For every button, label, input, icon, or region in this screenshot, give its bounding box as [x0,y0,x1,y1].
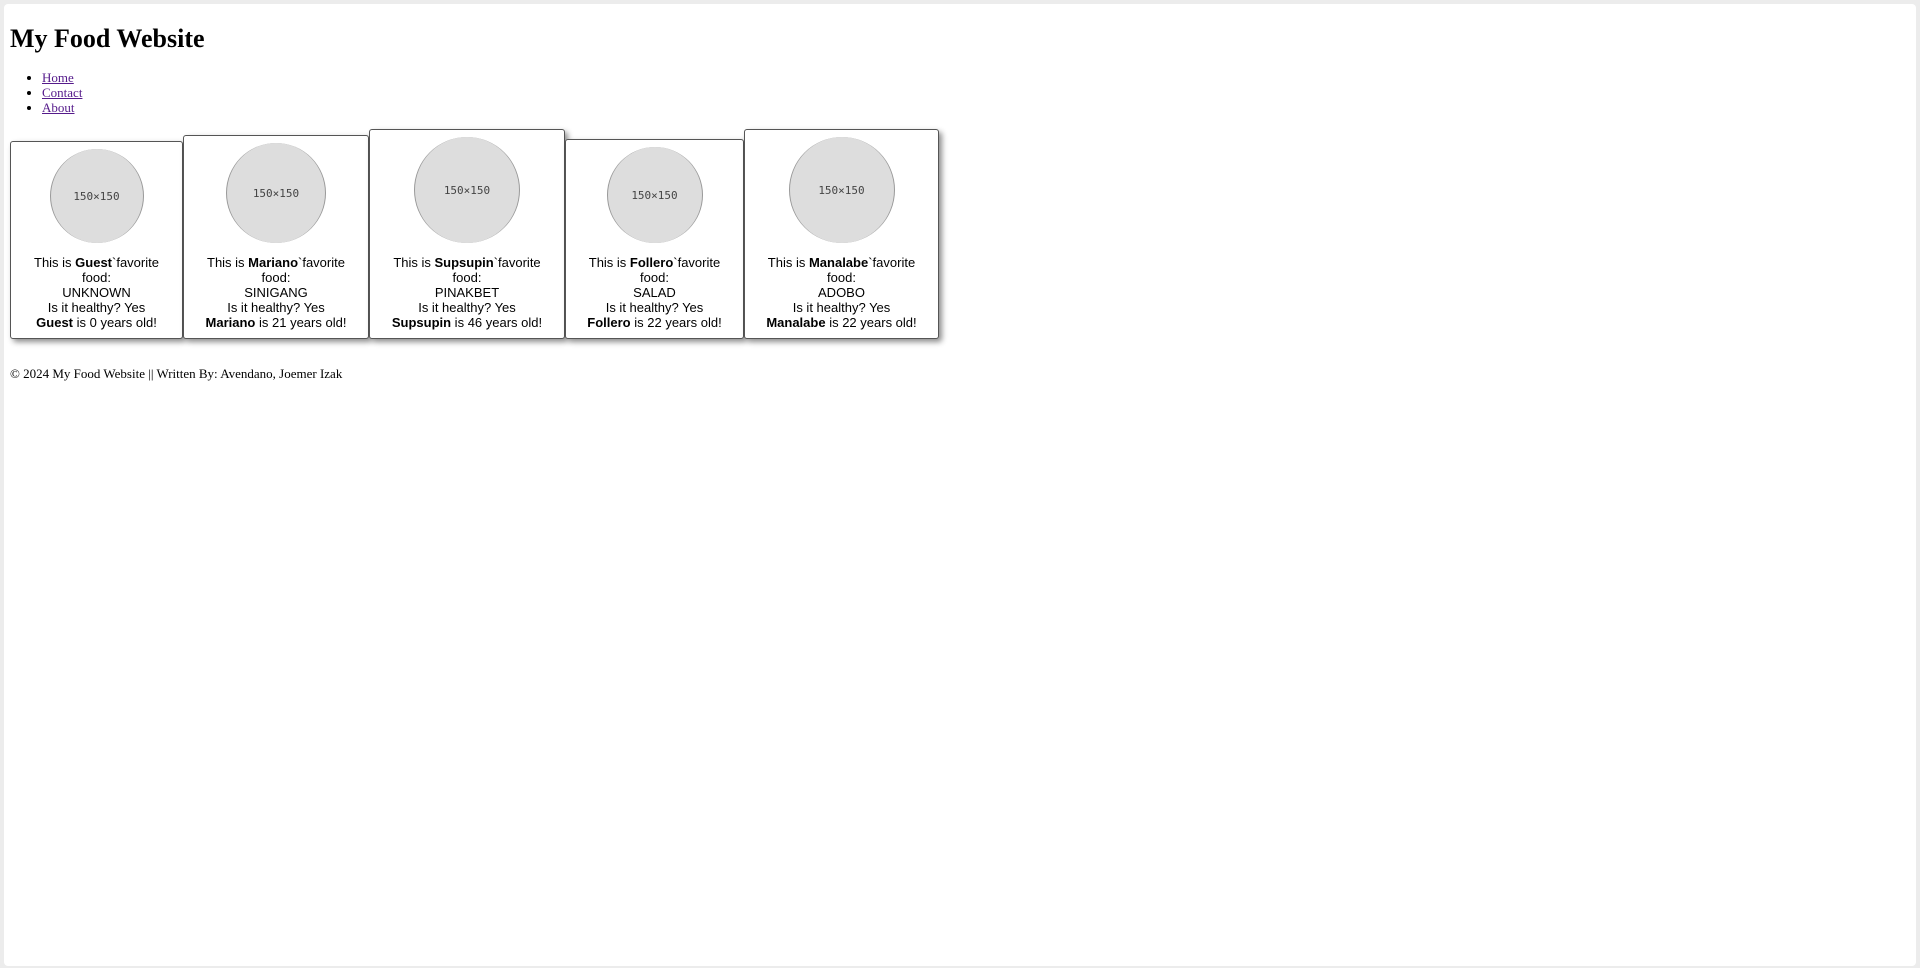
food-name: ADOBO [818,285,865,300]
avatar-placeholder-label: 150×150 [73,189,120,203]
favorite-food-line: This is Guest`favorite food: [34,255,159,285]
nav-link-contact[interactable]: Contact [42,85,83,100]
food-name: SINIGANG [244,285,308,300]
healthy-line: Is it healthy? Yes [227,300,325,315]
avatar-placeholder-label: 150×150 [252,186,300,200]
avatar-image: 150×150 [788,137,895,243]
person-name: Supsupin [391,315,452,330]
person-name: Mariano [205,315,256,330]
card-info: This is Manalabe`favorite food: ADOBO Is… [753,255,930,330]
person-name: Guest [36,315,73,330]
age-value: 0 [89,315,97,330]
page-title: My Food Website [10,24,205,53]
age-value: 46 [467,315,483,330]
food-name: UNKNOWN [62,285,131,300]
avatar-image: 150×150 [49,149,144,243]
avatar-image: 150×150 [226,143,326,243]
age-line: Manalabe is 22 years old! [766,315,917,330]
favorite-food-line: This is Manalabe`favorite food: [767,255,916,285]
age-value: 22 [842,315,857,330]
age-value: 22 [647,315,662,330]
nav-list: Home Contact About [10,70,1910,115]
age-line: Guest is 0 years old! [36,315,157,330]
food-card: 150×150 This is Follero`favorite food: S… [565,139,744,339]
card-info: This is Follero`favorite food: SALAD Is … [574,255,735,330]
food-name: PINAKBET [434,285,500,300]
healthy-line: Is it healthy? Yes [792,300,891,315]
favorite-food-line: This is Supsupin`favorite food: [393,255,541,285]
card-info: This is Supsupin`favorite food: PINAKBET… [378,255,556,330]
avatar-placeholder-label: 150×150 [631,188,678,202]
page-frame: My Food Website Home Contact About 150×1… [4,4,1916,966]
card-info: This is Mariano`favorite food: SINIGANG … [192,255,360,330]
page-footer: © 2024 My Food Website || Written By: Av… [10,366,343,381]
avatar-image: 150×150 [414,137,520,243]
healthy-line: Is it healthy? Yes [418,300,516,315]
healthy-line: Is it healthy? Yes [605,300,704,315]
avatar-placeholder-label: 150×150 [443,183,491,197]
healthy-value: Yes [494,300,516,315]
healthy-value: Yes [869,300,891,315]
person-name: Guest [75,255,113,270]
person-name: Supsupin [434,255,494,270]
food-name: SALAD [633,285,676,300]
person-name: Mariano [248,255,299,270]
nav-link-home[interactable]: Home [42,70,74,85]
food-card: 150×150 This is Supsupin`favorite food: … [369,129,565,339]
person-name: Follero [587,315,631,330]
food-card: 150×150 This is Mariano`favorite food: S… [183,135,369,339]
food-card: 150×150 This is Guest`favorite food: UNK… [10,141,183,339]
age-line: Supsupin is 46 years old! [391,315,543,330]
favorite-food-line: This is Mariano`favorite food: [207,255,345,285]
healthy-line: Is it healthy? Yes [47,300,146,315]
healthy-value: Yes [682,300,704,315]
age-line: Follero is 22 years old! [587,315,722,330]
healthy-value: Yes [124,300,146,315]
nav-link-about[interactable]: About [42,100,75,115]
avatar-placeholder-label: 150×150 [818,183,865,197]
avatar-image: 150×150 [606,147,703,243]
person-name: Manalabe [766,315,826,330]
person-name: Follero [629,255,674,270]
favorite-food-line: This is Follero`favorite food: [588,255,721,285]
age-value: 21 [272,315,287,330]
food-card-list: 150×150 This is Guest`favorite food: UNK… [10,129,1910,339]
food-card: 150×150 This is Manalabe`favorite food: … [744,129,939,339]
nav-item-home: Home [42,70,1910,85]
person-name: Manalabe [808,255,869,270]
card-info: This is Guest`favorite food: UNKNOWN Is … [19,255,174,330]
nav-item-about: About [42,100,1910,115]
age-line: Mariano is 21 years old! [205,315,347,330]
healthy-value: Yes [303,300,325,315]
nav-item-contact: Contact [42,85,1910,100]
